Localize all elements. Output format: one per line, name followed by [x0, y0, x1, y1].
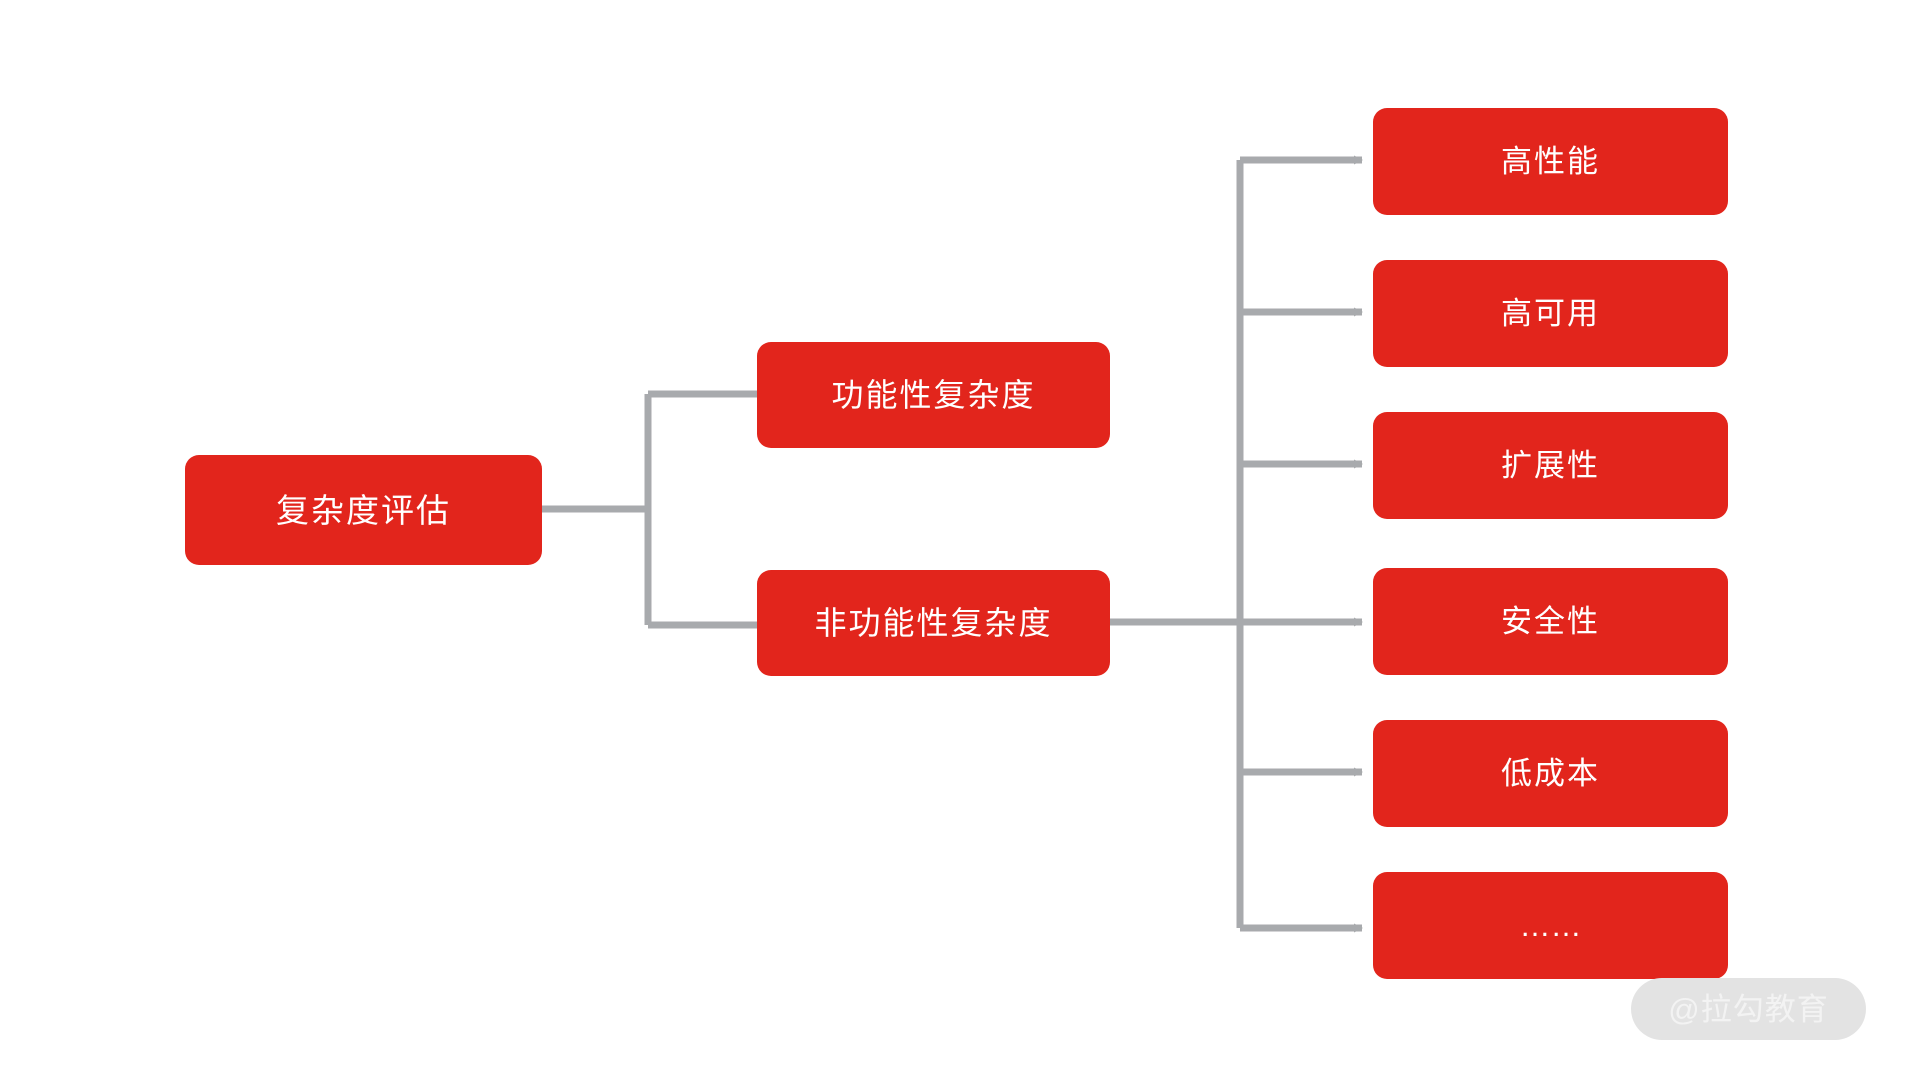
node-nonfunctional-complexity-label: 非功能性复杂度: [814, 605, 1053, 641]
watermark-badge: @拉勾教育: [1631, 978, 1866, 1040]
node-functional-complexity[interactable]: 功能性复杂度: [757, 342, 1110, 448]
node-more[interactable]: ……: [1373, 872, 1728, 979]
node-root[interactable]: 复杂度评估: [185, 455, 542, 565]
node-security[interactable]: 安全性: [1373, 568, 1728, 675]
node-high-performance[interactable]: 高性能: [1373, 108, 1728, 215]
node-high-availability[interactable]: 高可用: [1373, 260, 1728, 367]
node-high-performance-label: 高性能: [1501, 144, 1600, 179]
node-low-cost-label: 低成本: [1501, 756, 1600, 791]
node-scalability-label: 扩展性: [1501, 448, 1600, 483]
node-security-label: 安全性: [1501, 604, 1600, 639]
node-more-label: ……: [1519, 908, 1582, 943]
node-root-label: 复杂度评估: [276, 491, 451, 529]
watermark-label: @拉勾教育: [1668, 991, 1829, 1027]
node-high-availability-label: 高可用: [1501, 296, 1600, 331]
node-scalability[interactable]: 扩展性: [1373, 412, 1728, 519]
node-functional-complexity-label: 功能性复杂度: [831, 377, 1036, 413]
node-nonfunctional-complexity[interactable]: 非功能性复杂度: [757, 570, 1110, 676]
node-low-cost[interactable]: 低成本: [1373, 720, 1728, 827]
